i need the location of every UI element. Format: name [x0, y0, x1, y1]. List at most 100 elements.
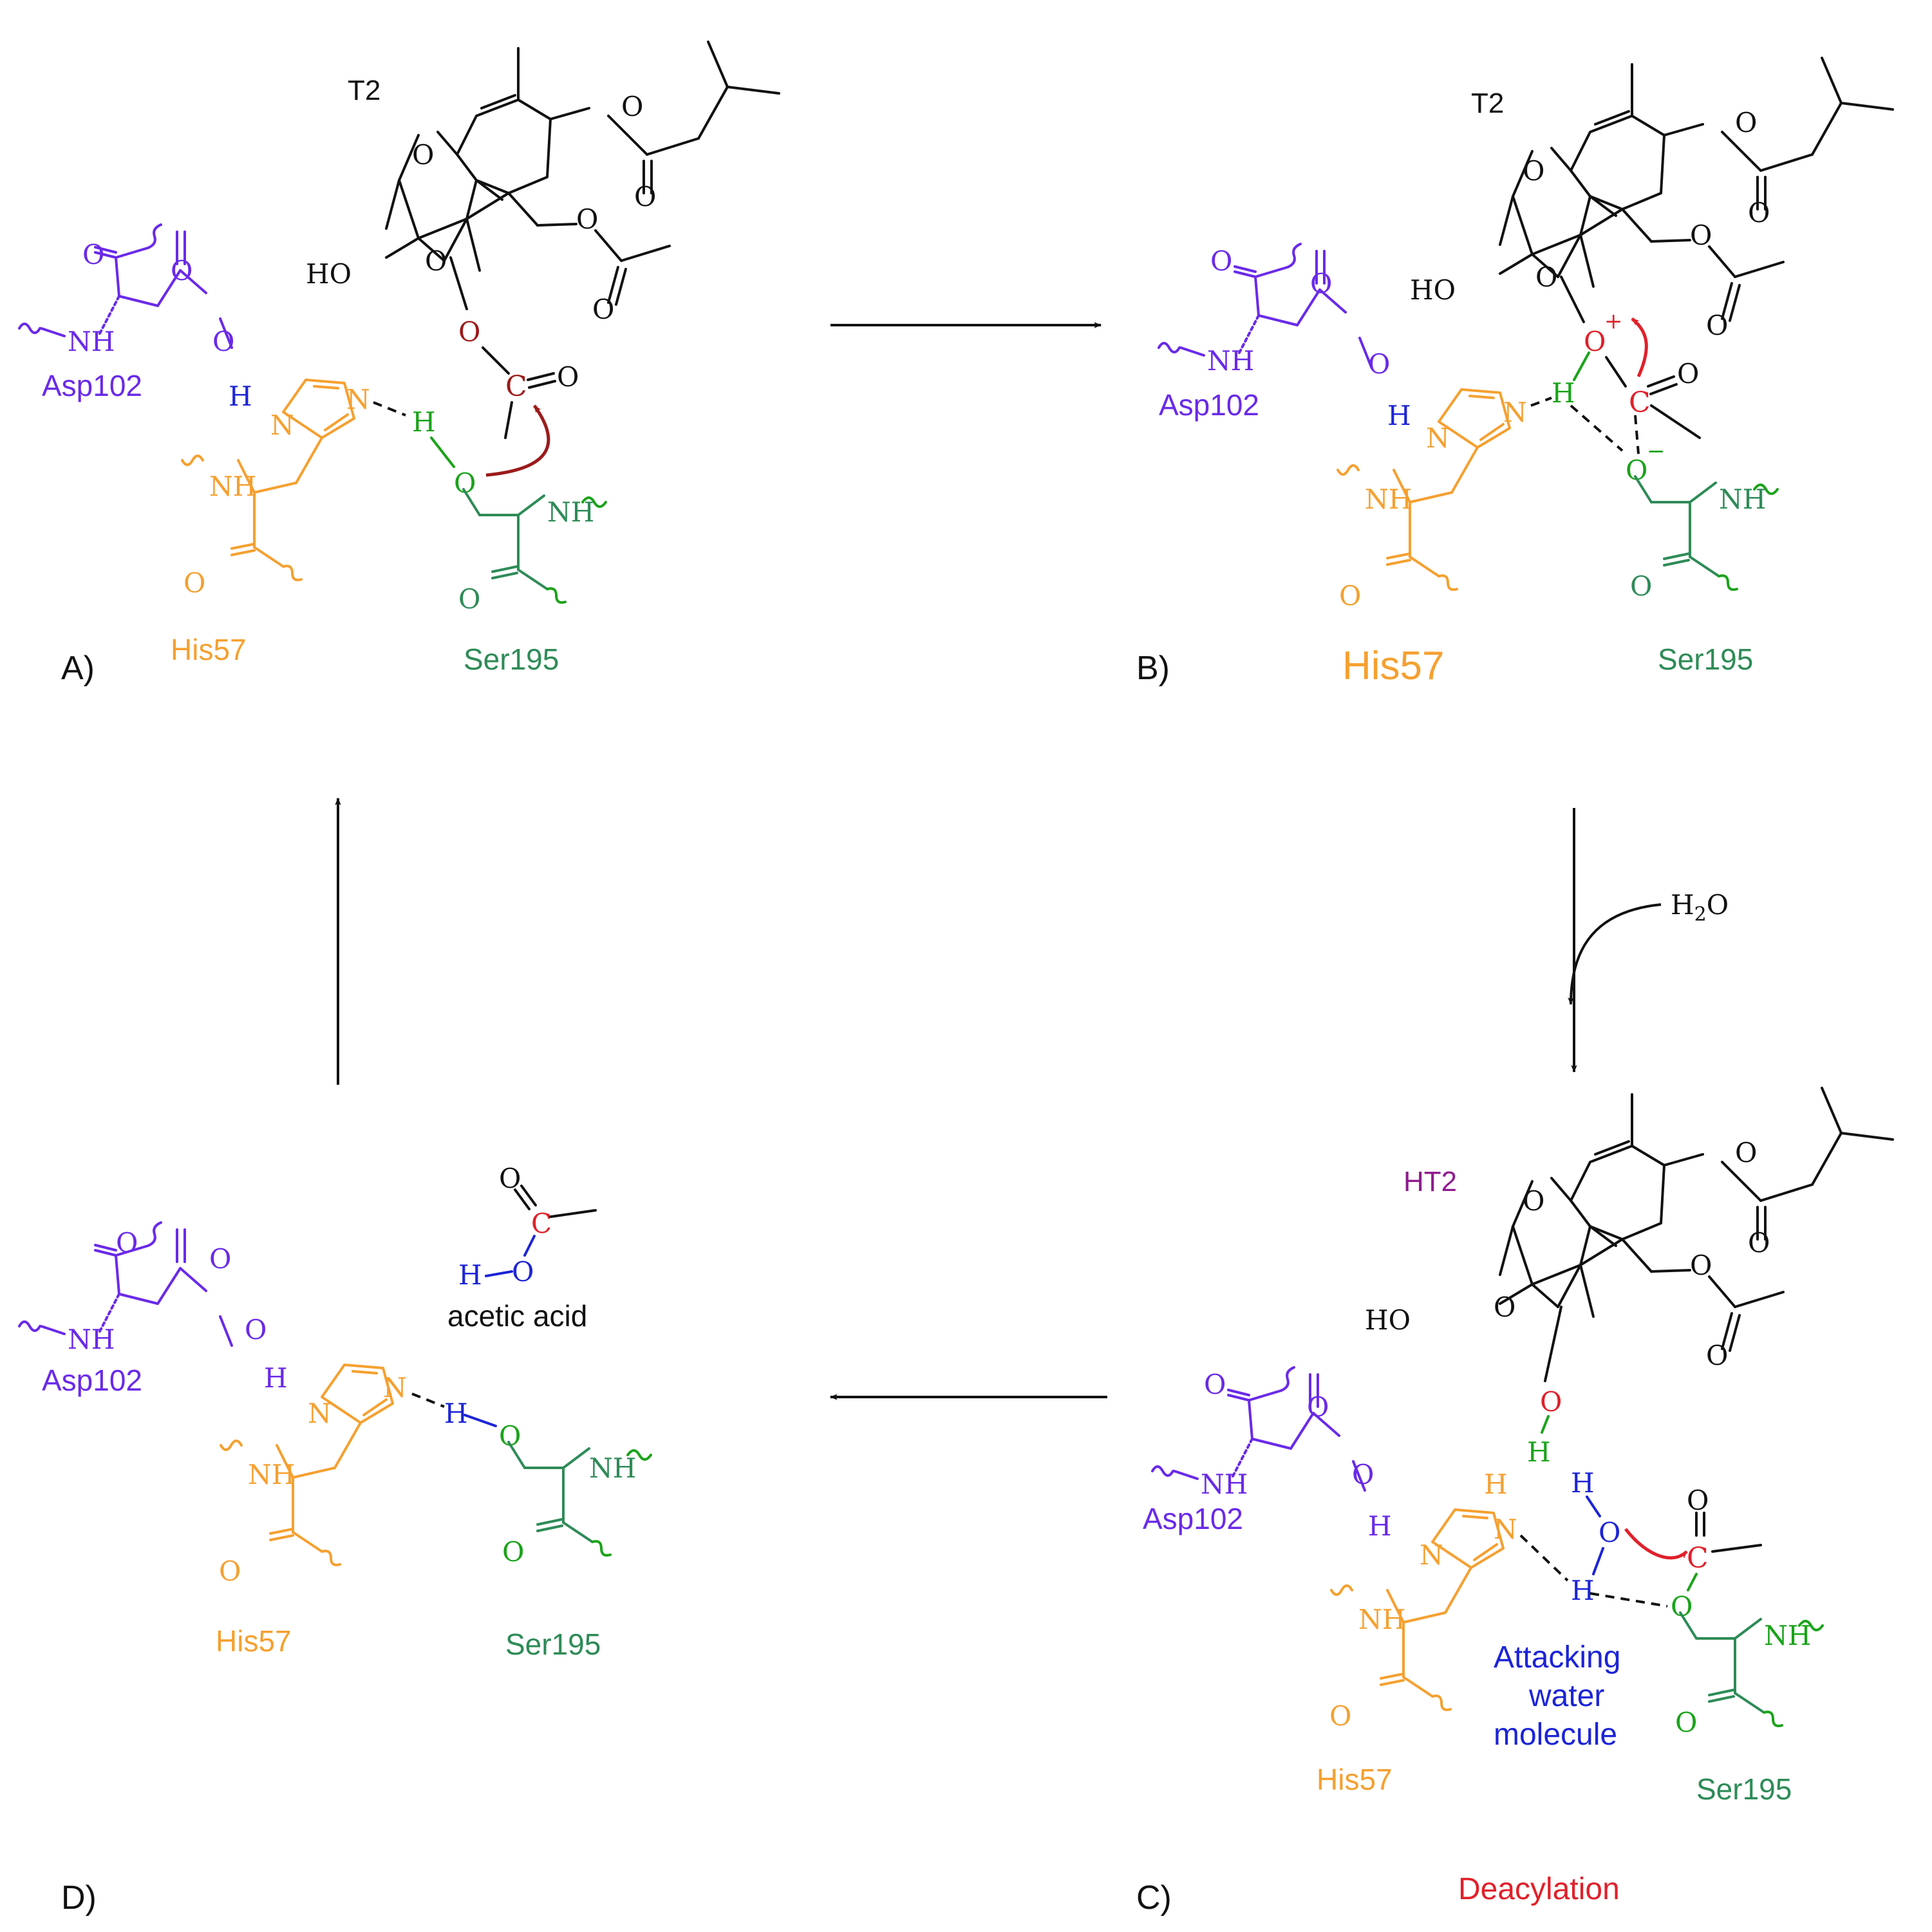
panel-b-ring-o: O: [1523, 155, 1544, 187]
panel-d-acid-carbon: C: [531, 1208, 552, 1239]
panel-b-plus: +: [1604, 308, 1623, 334]
panel-d-asp-h: H: [264, 1362, 288, 1394]
panel-d-his-nh: NH: [248, 1459, 295, 1490]
panel-d-his-n3: N: [383, 1372, 407, 1403]
panel-c-water-attack-arrow: [1624, 1528, 1688, 1560]
panel-c-ester-carbonyl-o: O: [1748, 1227, 1770, 1259]
panel-d-acid-o: O: [512, 1256, 534, 1288]
panel-d-his-label: His57: [216, 1624, 292, 1658]
panel-b-oxonium-o: O: [1584, 326, 1606, 357]
panel-a-ser-nh: NH: [547, 496, 594, 528]
panel-a-hydroxyl: HO: [306, 258, 352, 290]
panel-d-ser-label: Ser195: [505, 1627, 601, 1661]
panel-a-his-label: His57: [171, 633, 247, 666]
panel-d: O C O H acetic acid NH O O O H Asp102 N …: [18, 1163, 652, 1917]
panel-b-ester-o: O: [1735, 107, 1757, 138]
panel-a-attack-arrow: [485, 404, 550, 477]
panel-b-asp-h: H: [1387, 400, 1411, 431]
panel-b-his-n3: N: [1503, 397, 1527, 428]
panel-c-asp-h: H: [1368, 1510, 1392, 1542]
panel-b-ser-nh: NH: [1719, 483, 1766, 515]
panel-a-substrate-label: T2: [348, 75, 380, 106]
panel-c-hydroxyl: HO: [1365, 1304, 1411, 1336]
panel-c-water-h2: H: [1571, 1575, 1595, 1606]
panel-b-hydroxyl: HO: [1410, 274, 1456, 306]
panel-c-asp-carbonyl-o: O: [1204, 1369, 1226, 1400]
panel-c-letter: C): [1136, 1879, 1172, 1917]
panel-d-ser-carbonyl-o: O: [502, 1536, 524, 1568]
panel-c-hydroxyl-h: H: [1527, 1436, 1551, 1468]
panel-c-ser-label: Ser195: [1696, 1772, 1792, 1806]
panel-b-minus: −: [1647, 438, 1665, 464]
panel-a-ser-carbonyl-o: O: [458, 583, 480, 615]
panel-c-his-nh: NH: [1358, 1604, 1405, 1635]
panel-c-substrate-label: HT2: [1403, 1166, 1457, 1197]
reagent-water: H2O: [1671, 889, 1729, 926]
panel-c-asp-acid-o: O: [1307, 1391, 1329, 1423]
panel-b-asp-label: Asp102: [1159, 388, 1259, 422]
panel-a: T2 O O O O O HO O O C O NH O O O H Asp10…: [18, 41, 780, 687]
panel-a-asp-label: Asp102: [42, 369, 142, 402]
panel-b-proton-arrow: [1631, 317, 1648, 378]
panel-d-asp-oh-o: O: [245, 1314, 267, 1346]
panel-c-ring-o: O: [1523, 1185, 1544, 1217]
panel-b-his-label: His57: [1342, 644, 1445, 688]
panel-a-asp-nh: NH: [68, 326, 115, 357]
panel-d-asp-nh: NH: [68, 1324, 115, 1355]
panel-b-ester-carbonyl-o: O: [1748, 197, 1770, 229]
panel-b-substrate-label: T2: [1471, 88, 1504, 119]
water-addition-arrow: [1568, 903, 1662, 1006]
panel-c-acetyl-carbonyl-o: O: [1706, 1340, 1728, 1371]
panel-b-his-n1: N: [1426, 422, 1450, 454]
panel-d-asp-carbonyl-o: O: [116, 1227, 138, 1259]
panel-a-ester-carbonyl-o: O: [634, 181, 656, 212]
panel-b-ser-o: O: [1626, 455, 1647, 486]
panel-d-asp-acid-o: O: [209, 1243, 231, 1275]
panel-a-acetyl-o: O: [576, 203, 598, 235]
panel-c-carbonyl-carbon: C: [1687, 1542, 1709, 1575]
panel-a-ring-o: O: [412, 139, 434, 171]
panel-d-asp-label: Asp102: [42, 1364, 142, 1397]
panel-c-his-n3: N: [1494, 1514, 1517, 1545]
panel-b-asp-oh-o: O: [1368, 348, 1390, 380]
panel-a-his-carbonyl-o: O: [183, 567, 205, 599]
panel-d-acid-carbonyl-o: O: [499, 1163, 521, 1194]
panel-d-his-n1: N: [308, 1398, 332, 1429]
panel-b-asp-carbonyl-o: O: [1210, 245, 1232, 277]
panel-a-ser-h: H: [412, 406, 436, 438]
panel-a-carbonyl-o: O: [557, 361, 579, 393]
panel-c-his-carbonyl-o: O: [1329, 1700, 1351, 1732]
panel-c-his-h: H: [1484, 1468, 1508, 1500]
panel-b-letter: B): [1136, 650, 1170, 687]
panel-c-hydroxyl-o: O: [1540, 1386, 1562, 1418]
panel-b-epoxide-o: O: [1535, 261, 1557, 293]
panel-b-asp-acid-o: O: [1310, 268, 1332, 299]
panel-c-caption: Deacylation: [1458, 1872, 1620, 1906]
panel-c-water-label-2: water: [1528, 1679, 1604, 1713]
panel-c-ser-nh: NH: [1764, 1620, 1811, 1651]
panel-b-asp-nh: NH: [1207, 345, 1254, 377]
panel-a-ester-oxygen: O: [458, 316, 480, 348]
panel-b-acetyl-carbonyl-o: O: [1706, 310, 1728, 341]
panel-c-ester-o: O: [1735, 1137, 1757, 1168]
panel-b-acetyl-o: O: [1690, 220, 1712, 251]
panel-b-proton-h: H: [1552, 377, 1575, 409]
panel-c-ser-o: O: [1671, 1591, 1693, 1622]
panel-c-epoxide-o: O: [1494, 1291, 1515, 1323]
panel-a-ser-label: Ser195: [464, 642, 559, 676]
panel-c-water-o: O: [1599, 1517, 1620, 1548]
panel-a-asp-oh-o: O: [212, 326, 234, 357]
panel-c-his-label: His57: [1317, 1763, 1393, 1796]
panel-a-carbonyl-carbon: C: [505, 370, 527, 403]
panel-d-product-label: acetic acid: [447, 1299, 587, 1333]
panel-b-his-nh: NH: [1365, 483, 1412, 515]
panel-c-ser-carbonyl-o: O: [1675, 1707, 1697, 1738]
panel-a-epoxide-o: O: [425, 245, 447, 277]
panel-a-asp-h: H: [229, 380, 252, 412]
panel-c-acetyl-o: O: [1690, 1250, 1712, 1281]
panel-a-ester-o: O: [621, 91, 643, 122]
panel-c-asp-oh-o: O: [1352, 1459, 1374, 1490]
panel-b-carbonyl-o: O: [1677, 358, 1699, 389]
